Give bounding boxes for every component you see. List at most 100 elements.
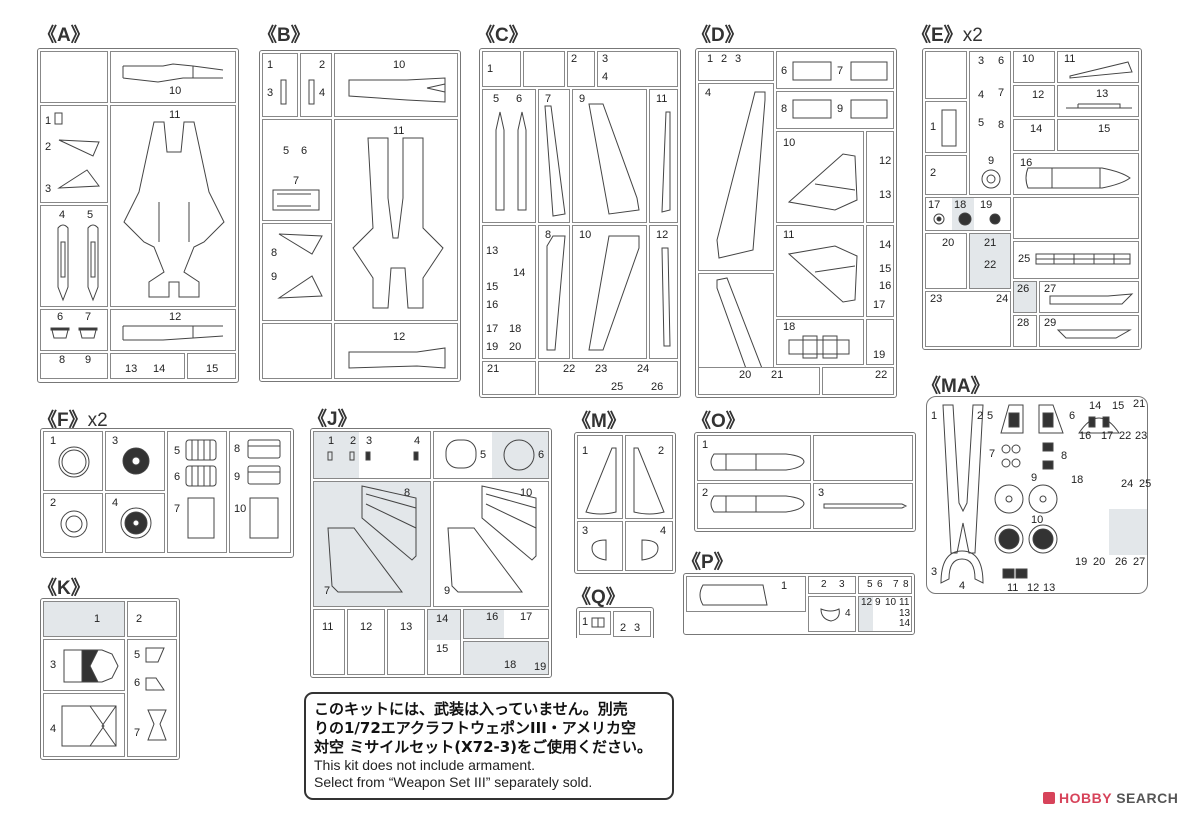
sprue-j-cell-14-15: 14 15 bbox=[427, 609, 461, 675]
part-number: 6 bbox=[301, 145, 308, 157]
part-8-9-shapes bbox=[792, 99, 888, 119]
sprue-e-part-14[interactable]: 14 bbox=[1013, 119, 1055, 151]
sprue-c-part-7[interactable]: 7 bbox=[538, 89, 570, 223]
part-number: 2 bbox=[45, 141, 52, 153]
sprue-c-part-1[interactable]: 1 bbox=[482, 51, 521, 87]
sprue-m-part-2[interactable]: 2 bbox=[625, 435, 673, 519]
sprue-f-part-3[interactable]: 3 bbox=[105, 431, 165, 491]
sprue-q-part-1[interactable]: 1 bbox=[579, 611, 611, 635]
sprue-f-part-1[interactable]: 1 bbox=[43, 431, 103, 491]
sprue-m-part-4[interactable]: 4 bbox=[625, 521, 673, 571]
sprue-e-part-25[interactable]: 25 bbox=[1013, 241, 1139, 279]
sprue-e-part-13[interactable]: 13 bbox=[1057, 85, 1139, 117]
sprue-m-part-1[interactable]: 1 bbox=[577, 435, 623, 519]
wheel-3-shape bbox=[122, 447, 150, 475]
part-number: 15 bbox=[879, 263, 892, 275]
sprue-e-part-12[interactable]: 12 bbox=[1013, 85, 1055, 117]
sprue-e-cell-17-19: 17 18 19 bbox=[925, 197, 1011, 231]
sprue-k-part-4[interactable]: 4 bbox=[43, 693, 125, 757]
part-number: 27 bbox=[1044, 283, 1057, 295]
part-number: 26 bbox=[651, 381, 664, 393]
sprue-b-part-12[interactable]: 12 bbox=[334, 323, 458, 379]
part-number: 12 bbox=[1027, 582, 1040, 594]
sprue-a-part-11[interactable]: 11 bbox=[110, 105, 236, 307]
part-number: 6 bbox=[134, 677, 141, 689]
sprue-o-part-2[interactable]: 2 bbox=[697, 483, 811, 529]
sprue-e-part-20[interactable]: 20 bbox=[925, 233, 967, 289]
sprue-e-part-2[interactable]: 2 bbox=[925, 155, 967, 195]
part-number: 1 bbox=[328, 435, 335, 447]
sprue-a-part-15[interactable]: 15 bbox=[187, 353, 236, 379]
sprue-b-part-10[interactable]: 10 bbox=[334, 53, 458, 117]
sprue-c-part-10[interactable]: 10 bbox=[572, 225, 647, 359]
part-number: 3 bbox=[839, 579, 845, 590]
sprue-p-part-4[interactable]: 4 bbox=[808, 596, 856, 632]
sprue-d-part-11[interactable]: 11 bbox=[776, 225, 864, 317]
sprue-q-cell-2-3: 2 3 bbox=[613, 611, 651, 637]
part-number: 4 bbox=[112, 497, 119, 509]
sprue-c-part-9[interactable]: 9 bbox=[572, 89, 647, 223]
sprue-b-part-11[interactable]: 11 bbox=[334, 119, 458, 321]
sprue-d-part-10[interactable]: 10 bbox=[776, 131, 864, 223]
sprue-f-label: 《F》x2 bbox=[38, 410, 108, 431]
sprue-a-part-10[interactable]: 10 bbox=[110, 51, 236, 103]
sprue-b-cell-1-3: 1 3 bbox=[262, 53, 298, 117]
sprue-c-part-12[interactable]: 12 bbox=[649, 225, 678, 359]
part-number: 15 bbox=[206, 363, 219, 375]
sprue-b-empty-cell bbox=[262, 323, 332, 379]
sprue-k-part-3[interactable]: 3 bbox=[43, 639, 125, 691]
sprue-m-part-3[interactable]: 3 bbox=[577, 521, 623, 571]
sprue-d-part-19[interactable]: 19 bbox=[866, 319, 894, 365]
part-number: 9 bbox=[988, 155, 995, 167]
sprue-e-part-11[interactable]: 11 bbox=[1057, 51, 1139, 83]
sprue-e-part-27[interactable]: 27 bbox=[1039, 281, 1139, 313]
part-9-shape bbox=[588, 103, 640, 215]
hobby-search-watermark: HOBBY SEARCH bbox=[1043, 790, 1178, 806]
pe-7-shape bbox=[1001, 444, 1021, 468]
part-8-shape bbox=[546, 235, 566, 351]
part-1-shape bbox=[591, 617, 605, 628]
sprue-c-part-11[interactable]: 11 bbox=[649, 89, 678, 223]
sprue-j-part-11[interactable]: 11 bbox=[313, 609, 345, 675]
sprue-c-part-8[interactable]: 8 bbox=[538, 225, 570, 359]
sprue-e-part-10[interactable]: 10 bbox=[1013, 51, 1055, 83]
sprue-f-part-2[interactable]: 2 bbox=[43, 493, 103, 553]
sprue-o-part-3[interactable]: 3 bbox=[813, 483, 913, 529]
sprue-d-part-18[interactable]: 18 bbox=[776, 319, 864, 365]
wheel-1-shape bbox=[58, 446, 90, 478]
sprue-a-part-12[interactable]: 12 bbox=[110, 309, 236, 351]
part-number: 12 bbox=[360, 621, 373, 633]
part-number: 5 bbox=[493, 93, 500, 105]
pe-8-shape bbox=[1042, 442, 1054, 470]
sprue-f-part-4[interactable]: 4 bbox=[105, 493, 165, 553]
sprue-e-part-28[interactable]: 28 bbox=[1013, 315, 1037, 347]
part-number: 10 bbox=[1022, 53, 1035, 65]
canopy-6-shape bbox=[503, 439, 535, 471]
sprue-c-part-21[interactable]: 21 bbox=[482, 361, 536, 395]
sprue-d-part-22[interactable]: 22 bbox=[822, 367, 894, 395]
stab-9-10-shapes bbox=[447, 485, 537, 593]
part-number: 18 bbox=[504, 659, 517, 671]
sprue-e-part-15[interactable]: 15 bbox=[1057, 119, 1139, 151]
hobby-search-logo-icon bbox=[1043, 792, 1055, 804]
sprue-j-part-13[interactable]: 13 bbox=[387, 609, 425, 675]
part-number: 13 bbox=[899, 608, 911, 619]
part-number: 4 bbox=[705, 87, 712, 99]
sprue-o-part-1[interactable]: 1 bbox=[697, 435, 811, 481]
sprue-p-part-1[interactable]: 1 bbox=[686, 576, 806, 612]
sprue-k-part-1[interactable]: 1 bbox=[43, 601, 125, 637]
sprue-e-part-29[interactable]: 29 bbox=[1039, 315, 1139, 347]
sprue-d-part-4[interactable]: 4 bbox=[698, 83, 774, 271]
part-number: 25 bbox=[1018, 253, 1031, 265]
part-number: 23 bbox=[595, 363, 608, 375]
sprue-j-part-12[interactable]: 12 bbox=[347, 609, 385, 675]
part-number: 19 bbox=[534, 661, 547, 673]
sprue-e-part-16[interactable]: 16 bbox=[1013, 153, 1139, 195]
pe-14-15-shape bbox=[1078, 416, 1120, 434]
sprue-k-part-2[interactable]: 2 bbox=[127, 601, 177, 637]
part-number: 24 bbox=[996, 293, 1009, 305]
sprue-e-part-26[interactable]: 26 bbox=[1013, 281, 1037, 313]
part-7-shape bbox=[544, 105, 566, 217]
sprue-c-part-2[interactable]: 2 bbox=[567, 51, 595, 87]
sprue-e-part-1[interactable]: 1 bbox=[925, 101, 967, 153]
